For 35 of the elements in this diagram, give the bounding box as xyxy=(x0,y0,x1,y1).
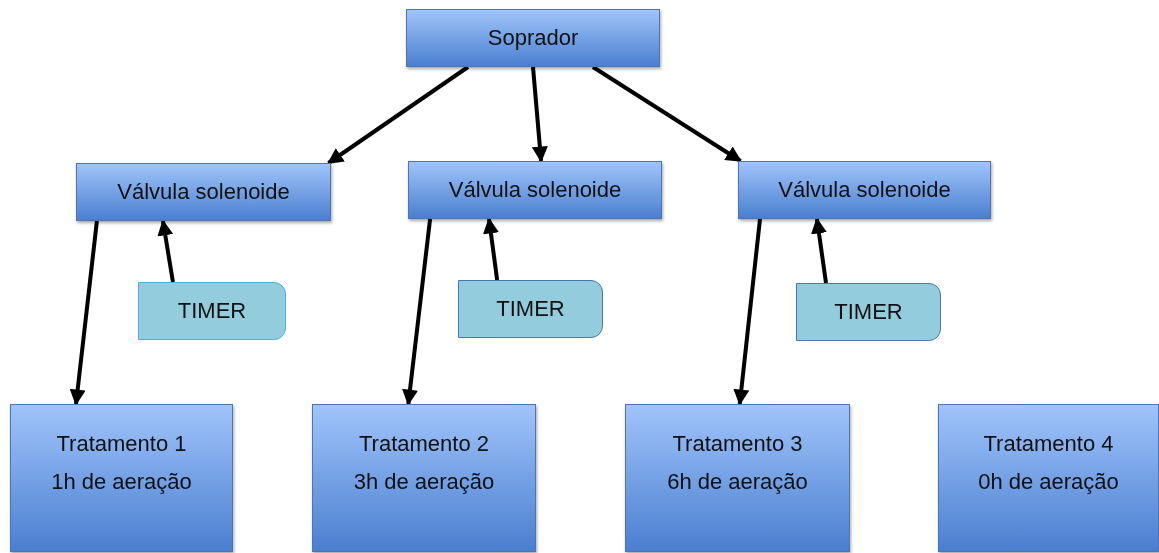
node-label: TIMER xyxy=(834,299,903,325)
node-label: Tratamento 2 xyxy=(359,431,489,457)
timer-box xyxy=(458,280,603,338)
arrow xyxy=(591,65,742,163)
valve-box xyxy=(76,163,331,221)
arrow xyxy=(733,218,762,406)
node-label: Soprador xyxy=(487,25,579,51)
node-label: TIMER xyxy=(496,296,565,322)
treatment-box xyxy=(938,404,1159,552)
node-label: TIMER xyxy=(177,298,247,324)
valve-box xyxy=(408,161,662,219)
node-label: 3h de aeração xyxy=(353,469,495,495)
arrow xyxy=(531,66,548,163)
timer-box xyxy=(138,282,286,340)
node-label: Tratamento 3 xyxy=(672,431,803,457)
arrow xyxy=(157,219,175,283)
node-label: Válvula solenoide xyxy=(778,177,951,203)
arrow xyxy=(69,220,99,406)
valve-box xyxy=(738,161,991,219)
node-label: 0h de aeração xyxy=(978,469,1119,495)
treatment-box xyxy=(625,404,850,552)
arrow xyxy=(402,218,433,406)
node-label: Tratamento 1 xyxy=(56,431,187,457)
node-label: Válvula solenoide xyxy=(448,177,622,203)
node-label: Tratamento 4 xyxy=(983,431,1114,457)
treatment-box xyxy=(10,404,233,552)
node-label: 1h de aeração xyxy=(51,469,192,495)
node-label: 6h de aeração xyxy=(667,469,808,495)
timer-box xyxy=(796,283,941,341)
node-label: Válvula solenoide xyxy=(117,179,290,205)
blower-box xyxy=(406,9,660,67)
arrow xyxy=(483,217,500,281)
arrow xyxy=(327,65,470,165)
arrow xyxy=(811,217,828,284)
treatment-box xyxy=(312,404,536,552)
